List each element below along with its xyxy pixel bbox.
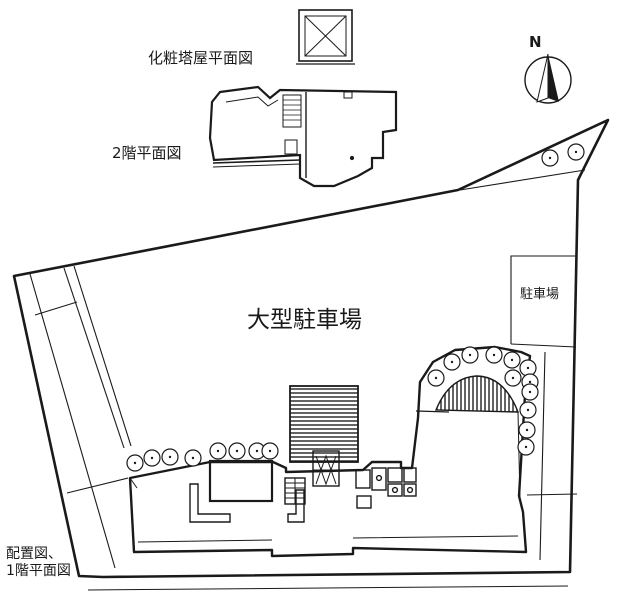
trees bbox=[126, 143, 585, 472]
tree-center-mark bbox=[168, 455, 172, 459]
tree-center-mark bbox=[150, 456, 154, 460]
upper-right-strip bbox=[459, 169, 586, 191]
tree-center-mark bbox=[216, 449, 220, 453]
tree-center-mark bbox=[255, 449, 259, 453]
left-room bbox=[208, 459, 274, 503]
north-label: N bbox=[529, 33, 542, 51]
tree-center-mark bbox=[526, 366, 530, 370]
tree-center-mark bbox=[191, 456, 195, 460]
rooftop-tower-plan bbox=[296, 9, 355, 65]
second-floor-plan bbox=[208, 85, 398, 188]
tree-center-mark bbox=[526, 408, 530, 412]
tree-center-mark bbox=[524, 445, 528, 449]
large-parking-label: 大型駐車場 bbox=[247, 307, 362, 333]
tree-center-mark bbox=[268, 449, 272, 453]
small-parking-area bbox=[510, 255, 577, 348]
first-floor-building bbox=[128, 345, 532, 558]
tree-center-mark bbox=[235, 449, 239, 453]
bench-right bbox=[287, 489, 305, 523]
tree-center-mark bbox=[548, 156, 552, 160]
tree-center-mark bbox=[434, 376, 438, 380]
road-edge bbox=[87, 585, 569, 591]
lower-stair bbox=[284, 477, 306, 505]
left-frontage-strip bbox=[29, 265, 132, 569]
tree-center-mark bbox=[525, 428, 529, 432]
tower-floor-plan-label: 化粧塔屋平面図 bbox=[148, 49, 254, 67]
tree-center-mark bbox=[468, 353, 472, 357]
arc-seating-area bbox=[434, 375, 520, 413]
site-plan-label-line1: 配置図、 bbox=[6, 546, 62, 562]
site-boundary bbox=[12, 118, 610, 579]
site-plan-label: 配置図、 1階平面図 bbox=[6, 546, 71, 580]
bench-left bbox=[189, 483, 231, 523]
tree-center-mark bbox=[450, 360, 454, 364]
second-floor-plan-label: 2階平面図 bbox=[112, 144, 182, 162]
first-floor-plan-label: 1階平面図 bbox=[6, 562, 71, 579]
tree-center-mark bbox=[133, 461, 137, 465]
tree-center-mark bbox=[528, 380, 532, 384]
service-rooms bbox=[355, 467, 417, 509]
tree-center-mark bbox=[511, 376, 515, 380]
north-arrow-icon bbox=[524, 53, 572, 104]
entrance bbox=[312, 450, 340, 487]
parking-label: 駐車場 bbox=[520, 287, 560, 302]
planting-strip bbox=[526, 351, 578, 561]
tree-center-mark bbox=[574, 150, 578, 154]
tree-center-mark bbox=[492, 353, 496, 357]
tree-center-mark bbox=[528, 390, 532, 394]
tree-center-mark bbox=[510, 358, 514, 362]
